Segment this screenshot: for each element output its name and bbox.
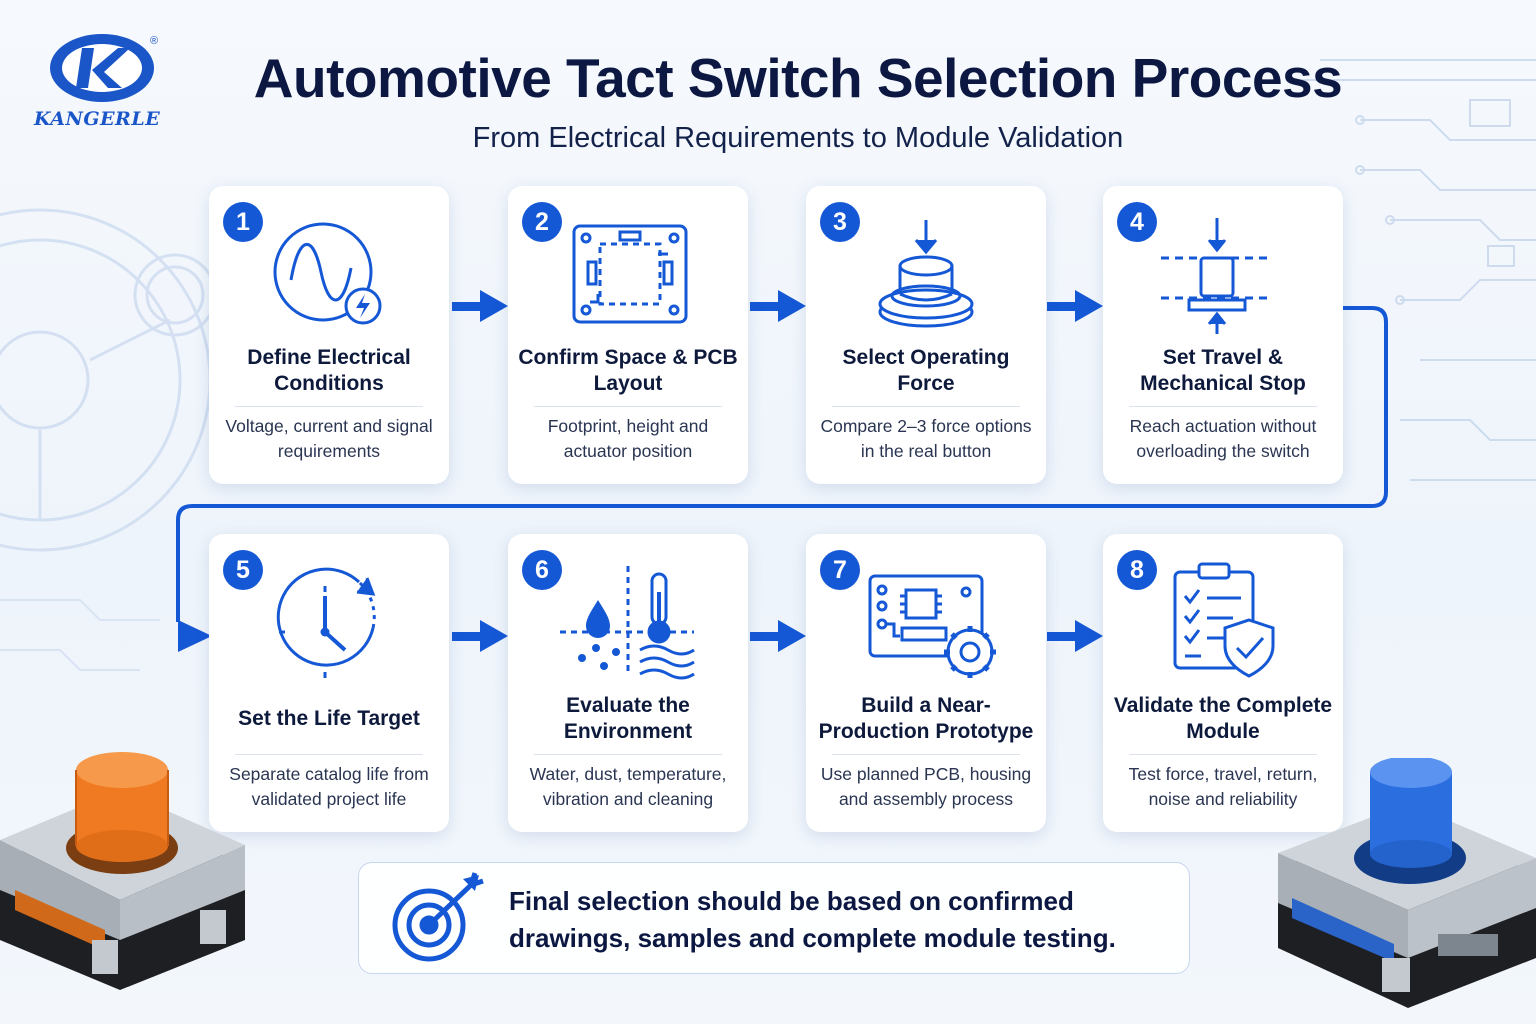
step-title: Build a Near-Production Prototype xyxy=(818,693,1034,743)
step-description: Voltage, current and signal requirements xyxy=(225,416,433,461)
card-divider xyxy=(235,406,423,407)
blue-tact-switch xyxy=(1278,758,1536,1008)
step-number-badge: 7 xyxy=(820,550,860,590)
checklist-shield-icon xyxy=(1173,562,1275,678)
card-divider xyxy=(534,406,722,407)
step-number-badge: 3 xyxy=(820,202,860,242)
brand-name: KANGERLE xyxy=(34,108,161,130)
press-button-icon xyxy=(878,220,974,328)
card-divider xyxy=(235,754,423,755)
step-title: Confirm Space & PCB Layout xyxy=(518,345,738,395)
sine-wave-lightning-icon xyxy=(273,222,382,325)
brand-logo: ® xyxy=(50,34,158,102)
travel-stop-icon xyxy=(1161,218,1273,334)
step-title: Validate the Complete Module xyxy=(1113,693,1333,743)
card-divider xyxy=(832,406,1020,407)
pcb-layout-icon xyxy=(572,224,688,324)
step-description: Compare 2–3 force options in the real bu… xyxy=(820,416,1032,461)
step-number-badge: 4 xyxy=(1117,202,1157,242)
step-number-badge: 1 xyxy=(223,202,263,242)
registered-mark: ® xyxy=(150,35,158,47)
step-description: Footprint, height and actuator position xyxy=(547,416,709,461)
step-number-badge: 2 xyxy=(522,202,562,242)
circuit-board-gear-icon xyxy=(868,574,996,678)
step-card-7: 7 Build a Near-Production Prototype Use … xyxy=(806,534,1046,832)
step-card-8: 8 Validate the Complete Module Test forc… xyxy=(1103,534,1343,832)
card-divider xyxy=(534,754,722,755)
step-title: Define Electrical Conditions xyxy=(247,345,411,395)
step-description: Reach actuation without overloading the … xyxy=(1129,416,1317,461)
step-description: Use planned PCB, housing and assembly pr… xyxy=(820,764,1032,809)
page-subtitle: From Electrical Requirements to Module V… xyxy=(472,122,1124,154)
step-title: Set the Life Target xyxy=(238,706,420,730)
target-arrow-icon xyxy=(392,872,484,962)
orange-tact-switch xyxy=(0,752,245,990)
step-card-3: 3 Select Operating Force Compare 2–3 for… xyxy=(806,186,1046,484)
card-divider xyxy=(1129,754,1317,755)
card-divider xyxy=(832,754,1020,755)
step-title: Evaluate the Environment xyxy=(563,693,693,743)
step-title: Set Travel & Mechanical Stop xyxy=(1140,345,1306,395)
step-description: Water, dust, temperature, vibration and … xyxy=(529,764,727,809)
card-divider xyxy=(1129,406,1317,407)
step-card-1: 1 Define Electrical Conditions Voltage, … xyxy=(209,186,449,484)
steering-wheel-sketch xyxy=(0,208,217,552)
environment-icon xyxy=(560,566,695,680)
step-number-badge: 6 xyxy=(522,550,562,590)
circuit-sketch xyxy=(1300,59,1536,481)
step-card-2: 2 Confirm Space & PCB Layout Footprint, … xyxy=(508,186,748,484)
step-description: Separate catalog life from validated pro… xyxy=(229,764,429,809)
step-description: Test force, travel, return, noise and re… xyxy=(1128,764,1318,809)
step-title: Select Operating Force xyxy=(842,345,1010,395)
step-number-badge: 5 xyxy=(223,550,263,590)
final-note: Final selection should be based on confi… xyxy=(358,862,1190,974)
left-circuit-sketch xyxy=(0,599,160,671)
page-title: Automotive Tact Switch Selection Process xyxy=(253,47,1343,109)
step-number-badge: 8 xyxy=(1117,550,1157,590)
final-note-text: Final selection should be based on confi… xyxy=(509,886,1116,953)
clock-icon xyxy=(276,567,376,678)
step-card-5: 5 Set the Life Target Separate catalog l… xyxy=(209,534,449,832)
step-card-4: 4 Set Travel & Mechanical Stop Reach act… xyxy=(1103,186,1343,484)
step-card-6: 6 Evaluate the Environment Water, dust, … xyxy=(508,534,748,832)
